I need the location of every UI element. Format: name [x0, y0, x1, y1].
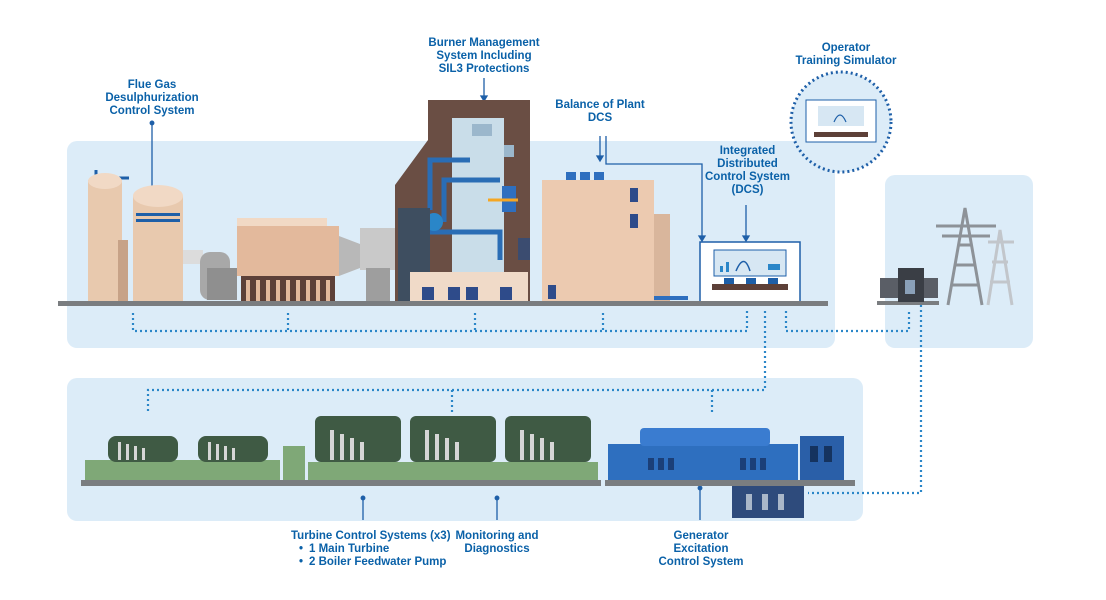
label-bms-line1: Burner Management [428, 37, 540, 49]
dcs-control-room [699, 241, 801, 303]
label-fgd: Flue Gas Desulphurization Control System [102, 79, 202, 118]
label-bms-line2: System Including [436, 50, 532, 62]
label-bop: Balance of Plant DCS [548, 99, 652, 125]
simulator-room [805, 99, 877, 143]
transmission-towers [936, 207, 1014, 306]
turbine-train [81, 416, 855, 486]
label-dcs: Integrated Distributed Control System (D… [700, 145, 795, 197]
grid-panel [885, 175, 1033, 348]
label-bms-line3: SIL3 Protections [438, 63, 530, 75]
label-bms: Burner Management System Including SIL3 … [419, 37, 549, 76]
label-monitoring-line1: Monitoring and [455, 530, 539, 542]
label-turbine: Turbine Control Systems (x3) 1 Main Turb… [291, 530, 461, 569]
turbine-list-item: 1 Main Turbine [299, 543, 461, 556]
precipitator [237, 218, 400, 302]
label-turbine-title: Turbine Control Systems (x3) [291, 530, 451, 542]
label-bop-line2: DCS [587, 112, 613, 124]
fgd-towers [88, 170, 237, 302]
label-ots-line2: Training Simulator [795, 55, 897, 67]
generator [608, 428, 844, 518]
label-generator-line3: Control System [658, 556, 744, 568]
plant-ground-line [58, 301, 828, 306]
label-generator-line2: Excitation [673, 543, 729, 555]
turbine-list-item: 2 Boiler Feedwater Pump [299, 556, 461, 569]
label-generator: Generator Excitation Control System [650, 530, 752, 569]
label-ots-line1: Operator [821, 42, 871, 54]
label-fgd-line1: Flue Gas [127, 79, 177, 91]
bop-building [542, 172, 688, 302]
turbine-list: 1 Main Turbine 2 Boiler Feedwater Pump [291, 543, 461, 569]
label-dcs-line3: Control System [705, 171, 790, 183]
label-dcs-line2: Distributed [717, 158, 778, 170]
connector-lines [131, 305, 923, 495]
substation [877, 268, 939, 305]
label-fgd-line2: Desulphurization [105, 92, 199, 104]
label-monitoring: Monitoring and Diagnostics [452, 530, 542, 556]
label-dcs-line4: (DCS) [731, 184, 764, 196]
label-bop-line1: Balance of Plant [555, 99, 645, 111]
callout-leaders [149, 78, 751, 520]
boiler-house [395, 100, 530, 302]
label-dcs-line1: Integrated [719, 145, 776, 157]
label-ots: Operator Training Simulator [790, 42, 902, 68]
label-monitoring-line2: Diagnostics [464, 543, 530, 555]
label-fgd-line3: Control System [109, 105, 195, 117]
label-generator-line1: Generator [673, 530, 729, 542]
